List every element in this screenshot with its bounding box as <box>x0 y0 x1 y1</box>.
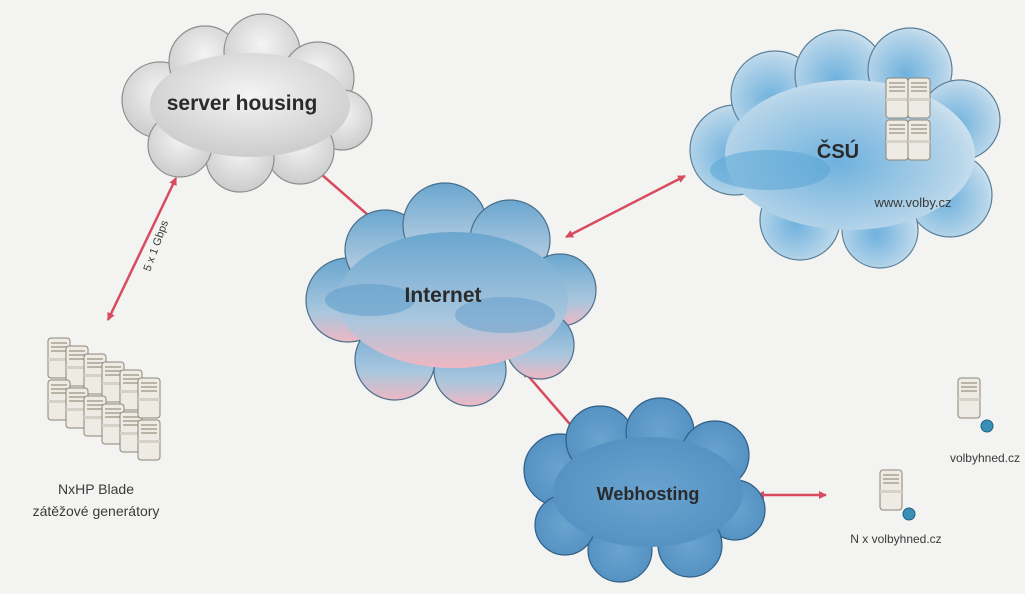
mirror-multi-server-icon <box>879 469 916 521</box>
mirror-single-label: volbyhned.cz <box>950 451 1020 465</box>
blade-server-icon <box>47 337 161 461</box>
blade-label-line1: NxHP Blade <box>58 481 134 497</box>
csu-sublabel: www.volby.cz <box>873 195 951 210</box>
mirror-multi-label: N x volbyhned.cz <box>850 532 941 546</box>
csu-cloud: ČSÚ www.volby.cz <box>689 27 1001 269</box>
webhosting-cloud: Webhosting <box>523 397 766 583</box>
blade-label-line2: zátěžové generátory <box>33 503 160 519</box>
server-housing-cloud: server housing <box>121 13 373 193</box>
webhosting-label: Webhosting <box>597 484 700 504</box>
arrow-internet-webhosting <box>522 369 576 431</box>
internet-label: Internet <box>404 284 481 307</box>
arrow-blade-housing <box>106 177 178 321</box>
mirror-server-icon <box>957 377 994 433</box>
server-housing-label: server housing <box>167 92 318 115</box>
link-speed-label: 5 x 1 Gbps <box>142 218 172 273</box>
arrow-internet-csu <box>565 174 686 239</box>
csu-label: ČSÚ <box>817 139 859 163</box>
internet-cloud: Internet <box>305 182 597 407</box>
